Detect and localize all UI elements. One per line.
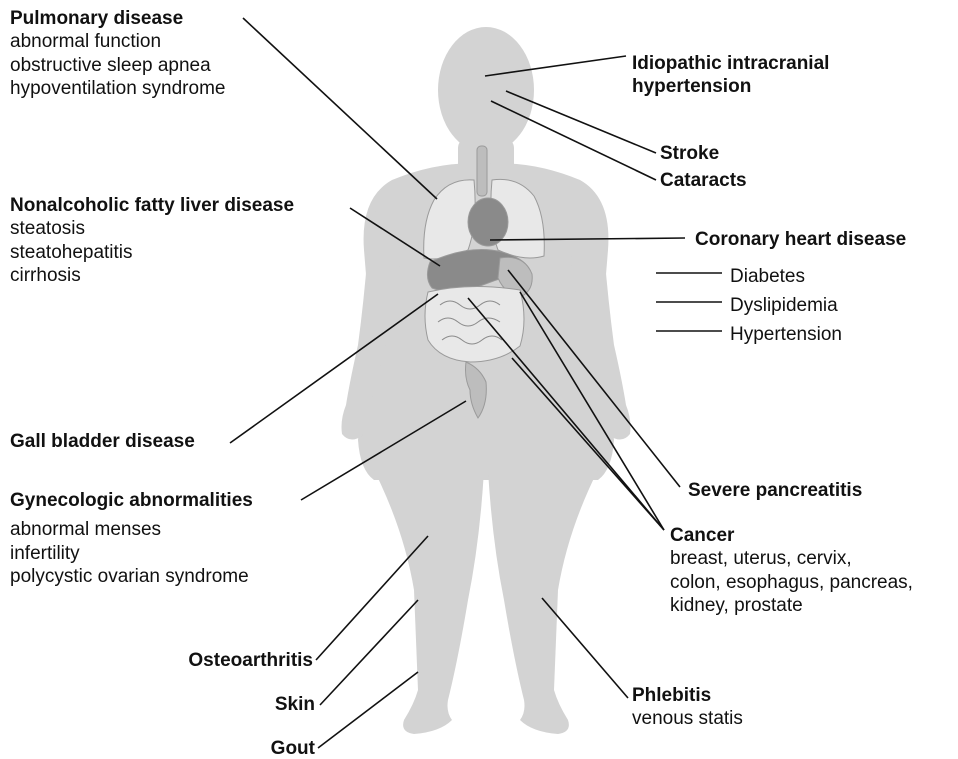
- cataracts-title: Cataracts: [660, 169, 747, 192]
- label-skin: Skin: [275, 693, 315, 716]
- label-gall-bladder: Gall bladder disease: [10, 430, 195, 453]
- gout-title: Gout: [271, 737, 315, 759]
- stroke-title: Stroke: [660, 142, 719, 165]
- phlebitis-title: Phlebitis: [632, 684, 743, 707]
- osteoarthritis-title: Osteoarthritis: [188, 649, 313, 672]
- heart: [468, 198, 508, 246]
- pulmonary-title: Pulmonary disease: [10, 7, 225, 30]
- line-skin: [320, 600, 418, 705]
- label-phlebitis: Phlebitis venous statis: [632, 684, 743, 731]
- cancer-item: breast, uterus, cervix,: [670, 547, 913, 571]
- gynecologic-item: polycystic ovarian syndrome: [10, 565, 253, 589]
- coronary-title: Coronary heart disease: [695, 228, 906, 251]
- gynecologic-title: Gynecologic abnormalities: [10, 489, 253, 512]
- risk-factor-dyslipidemia: Dyslipidemia: [730, 291, 842, 320]
- phlebitis-item: venous statis: [632, 707, 743, 731]
- cancer-item: kidney, prostate: [670, 594, 913, 618]
- iih-title-line2: hypertension: [632, 75, 829, 98]
- label-cataracts: Cataracts: [660, 169, 747, 192]
- label-cancer: Cancer breast, uterus, cervix, colon, es…: [670, 524, 913, 618]
- pulmonary-item: hypoventilation syndrome: [10, 77, 225, 101]
- label-gynecologic: Gynecologic abnormalities abnormal mense…: [10, 489, 253, 589]
- coronary-risk-factors: Diabetes Dyslipidemia Hypertension: [730, 262, 842, 349]
- gall-bladder-title: Gall bladder disease: [10, 430, 195, 453]
- skin-title: Skin: [275, 693, 315, 716]
- cancer-item: colon, esophagus, pancreas,: [670, 571, 913, 595]
- nafld-item: steatosis: [10, 217, 294, 241]
- nafld-item: cirrhosis: [10, 264, 294, 288]
- label-nafld: Nonalcoholic fatty liver disease steatos…: [10, 194, 294, 288]
- head: [438, 27, 534, 153]
- line-gout: [318, 672, 418, 748]
- risk-factor-hypertension: Hypertension: [730, 320, 842, 349]
- gynecologic-item: infertility: [10, 542, 253, 566]
- nafld-item: steatohepatitis: [10, 241, 294, 265]
- label-pulmonary: Pulmonary disease abnormal function obst…: [10, 7, 225, 101]
- line-osteoarthritis: [316, 536, 428, 660]
- gynecologic-item: abnormal menses: [10, 518, 253, 542]
- nafld-title: Nonalcoholic fatty liver disease: [10, 194, 294, 217]
- label-coronary: Coronary heart disease: [695, 228, 906, 251]
- trachea: [477, 146, 487, 196]
- left-leg: [374, 470, 484, 734]
- body-silhouette: [342, 27, 631, 734]
- pulmonary-item: obstructive sleep apnea: [10, 54, 225, 78]
- label-osteoarthritis: Osteoarthritis: [188, 649, 313, 672]
- risk-factor-diabetes: Diabetes: [730, 262, 842, 291]
- label-iih: Idiopathic intracranial hypertension: [632, 52, 829, 98]
- pulmonary-item: abnormal function: [10, 30, 225, 54]
- iih-title-line1: Idiopathic intracranial: [632, 52, 829, 75]
- cancer-title: Cancer: [670, 524, 913, 547]
- label-stroke: Stroke: [660, 142, 719, 165]
- label-pancreatitis: Severe pancreatitis: [688, 479, 862, 502]
- right-leg: [488, 470, 598, 734]
- line-pulmonary: [243, 18, 437, 199]
- pancreatitis-title: Severe pancreatitis: [688, 479, 862, 502]
- label-gout: Gout: [271, 737, 315, 759]
